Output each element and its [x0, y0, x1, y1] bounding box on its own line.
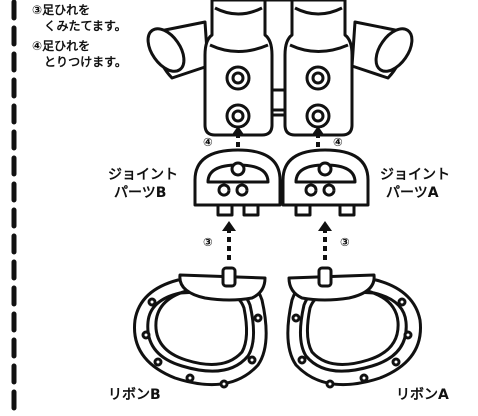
robot-legs	[146, 0, 414, 137]
step3-arrowhead-left	[222, 221, 236, 231]
step4-arrowhead-right	[311, 126, 325, 136]
step3-marker-left: ③	[203, 235, 213, 249]
instruction-step3-line2: くみたてます。	[44, 19, 127, 33]
step4-marker-left: ④	[203, 135, 213, 149]
joint-part-b-label-line2: パーツB	[114, 185, 167, 201]
instruction-step4-line1: ④足ひれを	[32, 39, 91, 53]
step3-arrows	[227, 228, 327, 260]
ribbon-b	[133, 266, 268, 389]
joint-part-b	[193, 148, 282, 217]
step3-marker-right: ③	[340, 235, 350, 249]
ribbon-b-label: リボンB	[108, 387, 161, 403]
joint-part-b-label-line1: ジョイント	[108, 167, 178, 183]
instruction-step3-line1: ③足ひれを	[32, 3, 91, 17]
joint-part-a	[281, 148, 370, 217]
ribbon-a-label: リボンA	[396, 387, 449, 403]
joint-part-a-label-line1: ジョイント	[380, 167, 450, 183]
step3-arrowhead-right	[318, 221, 332, 231]
step4-arrowhead-left	[231, 126, 245, 136]
instruction-step4-line2: とりつけます。	[44, 55, 127, 69]
ribbon-a	[286, 266, 422, 389]
step4-marker-right: ④	[333, 135, 343, 149]
joint-part-a-label-line2: パーツA	[386, 185, 439, 201]
